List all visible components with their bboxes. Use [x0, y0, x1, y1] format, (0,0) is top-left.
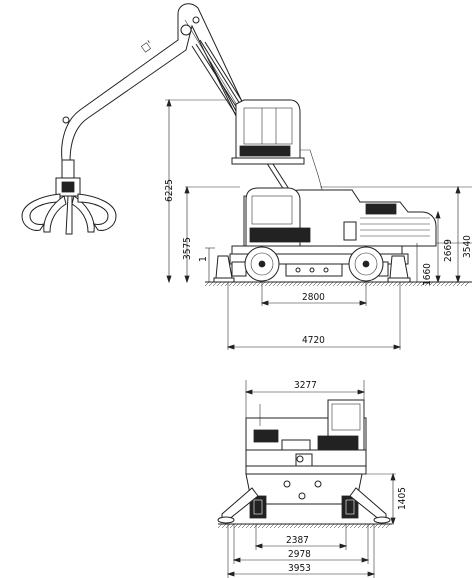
cab-raised — [231, 99, 326, 201]
height-max-label: 6225 — [164, 179, 175, 202]
ground-line-rear — [217, 523, 392, 529]
ground-line-side — [204, 281, 472, 287]
dim-height-cab-right: 2669 — [435, 210, 454, 284]
dim-outrigger-width-inner: 2978 — [232, 549, 370, 563]
dim-outrigger-width-outer: 3953 — [226, 563, 376, 577]
dim-height-max: 6225 — [164, 98, 175, 284]
svg-text:□': □' — [139, 39, 154, 54]
rear-chassis — [217, 473, 391, 524]
dim-height-chassis-rear: 1405 — [390, 472, 408, 526]
height-cab-right-label: 2669 — [443, 239, 454, 262]
rear-height-chassis-label: 1405 — [397, 487, 408, 510]
dim-height-cab-raised: 3575 — [182, 185, 193, 284]
dim-wheelbase: 2800 — [260, 292, 368, 306]
height-overall-right-label: 3540 — [462, 235, 472, 258]
chassis — [213, 253, 411, 283]
dim-height-chassis: 1660 — [416, 243, 433, 286]
upper-structure — [231, 187, 437, 255]
rear-view: 3277 1405 2387 2978 3953 — [217, 380, 408, 578]
grab-claw — [21, 159, 117, 235]
side-view: □' — [21, 3, 472, 350]
dim-ground-clearance: 1 — [198, 248, 210, 282]
dim-outrigger-span: 4720 — [226, 335, 402, 350]
wheels-side — [244, 246, 384, 282]
ground-clearance-label: 1 — [198, 256, 209, 262]
dim-width-upper: 3277 — [244, 380, 366, 395]
height-cab-raised-label: 3575 — [182, 237, 193, 260]
track-width-label: 2387 — [286, 535, 309, 546]
dim-track-width: 2387 — [254, 535, 348, 549]
outrigger-span-label: 4720 — [302, 335, 325, 346]
height-chassis-label: 1660 — [422, 263, 433, 286]
wheelbase-label: 2800 — [302, 292, 325, 303]
outrigger-width-outer-label: 3953 — [288, 563, 311, 574]
rear-upper-structure — [245, 399, 367, 475]
width-upper-label: 3277 — [294, 380, 317, 391]
boom: □' — [61, 3, 246, 163]
dim-height-overall-right: 3540 — [455, 185, 472, 284]
outrigger-width-inner-label: 2978 — [288, 549, 311, 560]
